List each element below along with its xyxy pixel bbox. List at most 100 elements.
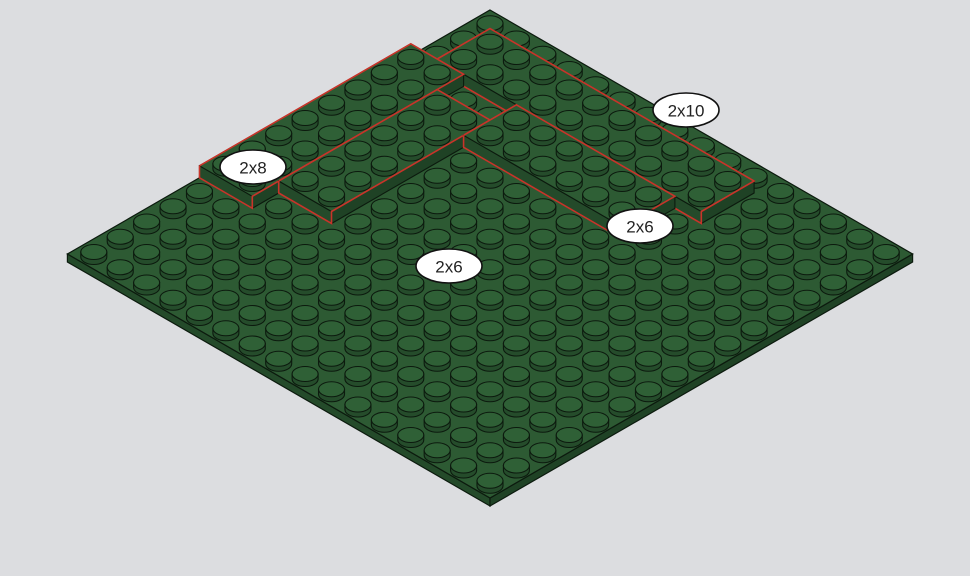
stud — [371, 199, 397, 219]
stud — [371, 290, 397, 310]
stud — [477, 34, 503, 54]
stud — [160, 229, 186, 249]
stud — [371, 156, 397, 176]
callout-2x8: 2x8 — [220, 150, 286, 184]
stud — [794, 290, 820, 310]
stud — [530, 199, 556, 219]
stud — [319, 229, 345, 249]
stud — [160, 260, 186, 280]
stud — [477, 199, 503, 219]
stud — [398, 397, 424, 417]
stud — [556, 245, 582, 265]
stud — [477, 290, 503, 310]
stud — [609, 306, 635, 326]
stud — [371, 229, 397, 249]
stud — [134, 275, 160, 295]
stud — [583, 321, 609, 341]
stud — [530, 290, 556, 310]
stud — [319, 126, 345, 146]
stud — [371, 412, 397, 432]
stud — [477, 321, 503, 341]
stud — [424, 351, 450, 371]
stud — [556, 336, 582, 356]
stud — [662, 172, 688, 192]
stud — [398, 336, 424, 356]
stud — [292, 141, 318, 161]
stud — [319, 290, 345, 310]
stud — [794, 260, 820, 280]
stud — [186, 245, 212, 265]
stud — [820, 275, 846, 295]
stud — [107, 229, 133, 249]
stud — [688, 187, 714, 207]
stud — [688, 321, 714, 341]
stud — [609, 275, 635, 295]
stud — [715, 245, 741, 265]
stud — [424, 65, 450, 85]
stud — [530, 156, 556, 176]
callout-2x6-left: 2x6 — [416, 249, 482, 283]
stud — [477, 126, 503, 146]
stud — [371, 260, 397, 280]
stud — [530, 65, 556, 85]
stud — [213, 229, 239, 249]
stud — [530, 412, 556, 432]
stud — [266, 351, 292, 371]
stud — [583, 351, 609, 371]
stud — [424, 443, 450, 463]
stud — [477, 351, 503, 371]
stud — [371, 382, 397, 402]
stud — [424, 126, 450, 146]
stud — [715, 275, 741, 295]
stud — [530, 443, 556, 463]
stud — [741, 321, 767, 341]
stud — [398, 184, 424, 204]
stud — [609, 367, 635, 387]
stud — [768, 184, 794, 204]
stud — [556, 428, 582, 448]
callout-label: 2x8 — [239, 159, 266, 178]
stud — [398, 275, 424, 295]
stud — [266, 321, 292, 341]
stud — [794, 199, 820, 219]
stud — [635, 126, 661, 146]
stud — [477, 412, 503, 432]
stud — [239, 306, 265, 326]
stud — [319, 260, 345, 280]
stud — [503, 111, 529, 131]
stud — [451, 153, 477, 173]
stud — [503, 428, 529, 448]
stud — [609, 245, 635, 265]
stud — [662, 306, 688, 326]
stud — [662, 245, 688, 265]
stud — [503, 367, 529, 387]
stud — [662, 275, 688, 295]
stud — [768, 275, 794, 295]
stud — [503, 458, 529, 478]
stud — [424, 382, 450, 402]
stud — [451, 367, 477, 387]
stud — [477, 382, 503, 402]
stud — [239, 336, 265, 356]
stud — [820, 245, 846, 265]
stud — [398, 367, 424, 387]
stud — [424, 321, 450, 341]
stud — [371, 126, 397, 146]
stud — [635, 382, 661, 402]
stud — [477, 473, 503, 493]
stud — [186, 275, 212, 295]
stud — [398, 111, 424, 131]
stud — [635, 290, 661, 310]
stud — [503, 184, 529, 204]
stud — [688, 260, 714, 280]
stud — [688, 156, 714, 176]
stud — [319, 382, 345, 402]
stud — [477, 443, 503, 463]
stud — [609, 141, 635, 161]
stud — [451, 111, 477, 131]
stud — [609, 172, 635, 192]
stud — [213, 260, 239, 280]
stud — [609, 336, 635, 356]
